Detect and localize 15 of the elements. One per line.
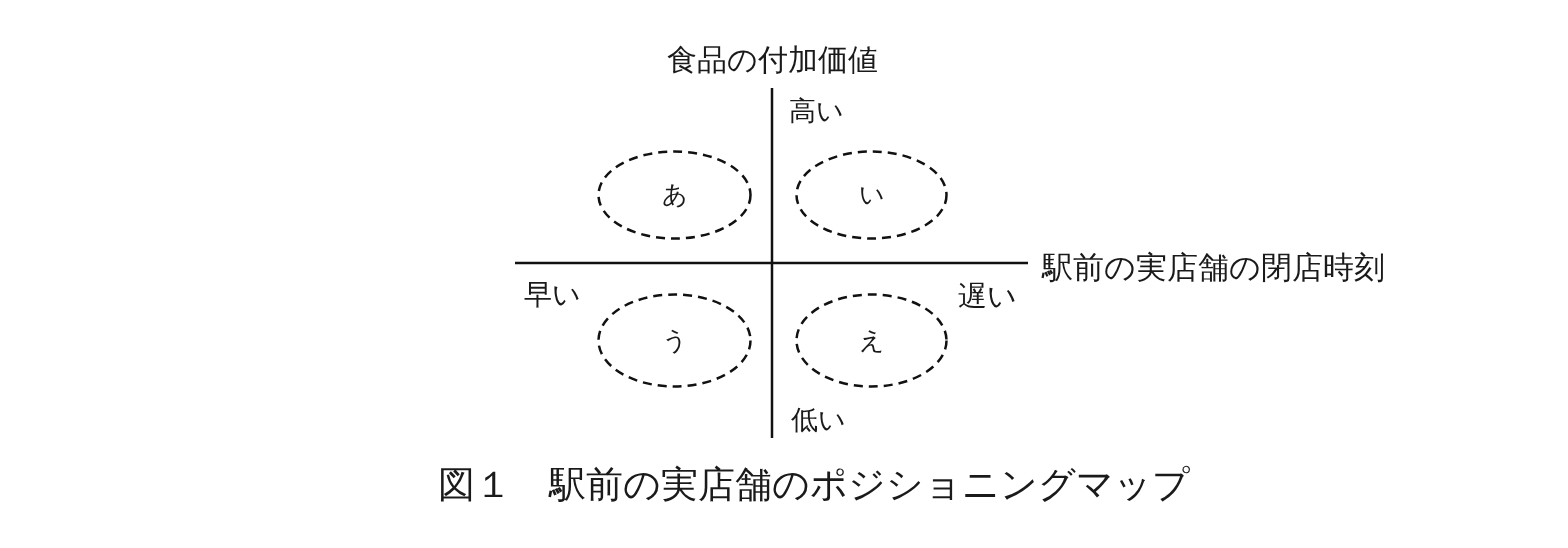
dashed-ellipse	[795, 150, 948, 240]
quadrant-letter: う	[661, 326, 688, 355]
axis-end-label: 早い	[524, 280, 581, 311]
quadrant-letter: い	[858, 181, 885, 209]
quadrant-letter: あ	[661, 181, 688, 209]
axis-end-label: 低い	[791, 405, 846, 435]
quadrant-letter: え	[858, 326, 885, 355]
dashed-ellipse	[795, 293, 948, 388]
axis-title: 駅前の実店舗の閉店時刻	[1042, 251, 1385, 285]
dashed-ellipse	[597, 150, 752, 240]
figure-caption: 図１ 駅前の実店舗のポジショニングマップ	[438, 465, 1190, 506]
axis-title: 食品の付加価値	[667, 43, 878, 76]
axis-end-label: 遅い	[958, 281, 1017, 313]
axis-end-label: 高い	[789, 96, 844, 126]
dashed-ellipse	[597, 293, 752, 388]
